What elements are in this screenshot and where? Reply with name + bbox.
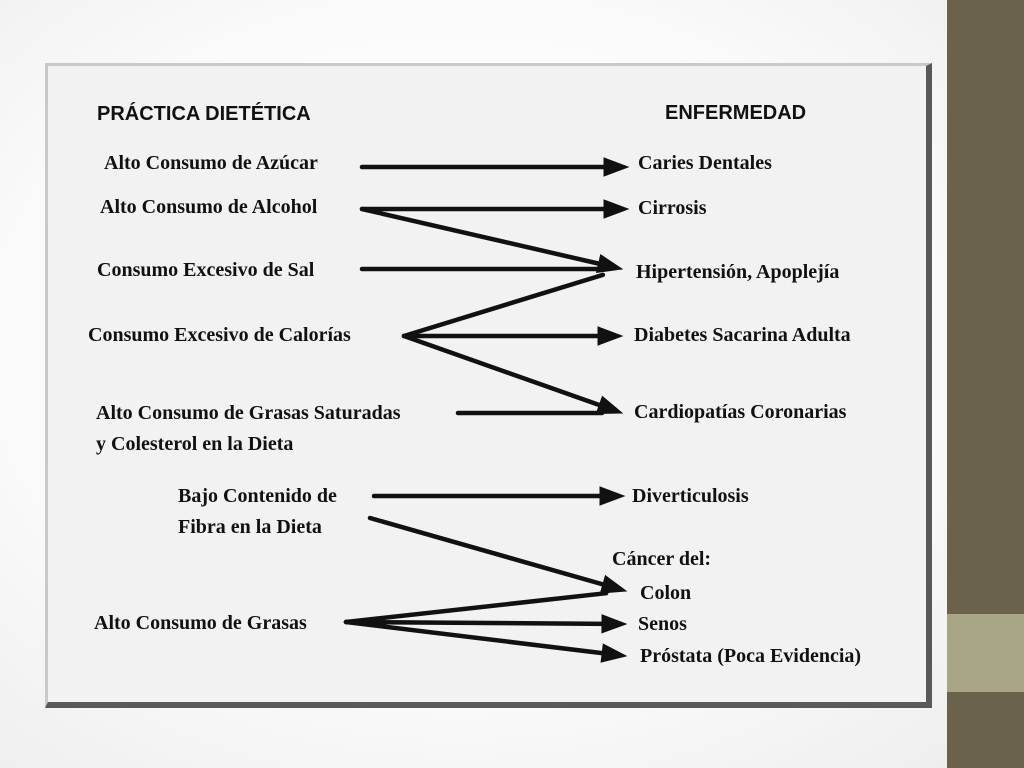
practice-alcohol: Alto Consumo de Alcohol [100, 196, 318, 218]
practice-sugar: Alto Consumo de Azúcar [104, 152, 318, 174]
arrowhead-diverticulosis [599, 486, 626, 506]
arrowhead-caries [603, 157, 630, 177]
practice-fat: Alto Consumo de Grasas [94, 612, 307, 634]
arrowhead-breast [601, 614, 628, 634]
practice-saturated-fat-line1: Alto Consumo de Grasas Saturadas [96, 402, 401, 424]
practice-fiber-line1: Bajo Contenido de [178, 485, 337, 507]
diseases-header: ENFERMEDAD [665, 102, 807, 124]
arrow-calories-to-coronary [401, 333, 606, 409]
disease-diabetes: Diabetes Sacarina Adulta [634, 324, 851, 346]
practice-fiber-line2: Fibra en la Dieta [178, 516, 322, 538]
arrowhead-colon [599, 574, 628, 594]
disease-colon: Colon [640, 582, 692, 604]
arrowhead-prostate [600, 643, 628, 663]
arrow-fat-to-colon [343, 590, 609, 625]
disease-caries: Caries Dentales [638, 152, 772, 174]
arrow-fat-to-breast [343, 619, 609, 627]
practice-calories: Consumo Excesivo de Calorías [88, 324, 351, 346]
diagram-panel [45, 63, 932, 708]
arrow-calories-to-hypertension [401, 272, 606, 339]
disease-cancer-header: Cáncer del: [612, 548, 712, 570]
disease-prostate: Próstata (Poca Evidencia) [640, 645, 862, 667]
disease-breast: Senos [638, 613, 687, 635]
arrowhead-cirrhosis [603, 199, 630, 219]
practices-header: PRÁCTICA DIETÉTICA [97, 103, 311, 125]
arrowhead-diabetes [597, 326, 624, 346]
arrow-alcohol-to-hypertension [359, 206, 605, 267]
disease-hypertension: Hipertensión, Apoplejía [636, 261, 840, 283]
arrow-fat-to-prostate [343, 619, 609, 656]
side-accent [947, 614, 1024, 692]
disease-diverticulosis: Diverticulosis [632, 485, 749, 507]
arrow-fiber-to-colon [367, 515, 610, 588]
practice-saturated-fat-line2: y Colesterol en la Dieta [96, 433, 294, 455]
disease-cirrhosis: Cirrosis [638, 197, 707, 219]
arrowhead-coronary [595, 395, 624, 415]
practice-salt: Consumo Excesivo de Sal [97, 259, 315, 281]
disease-coronary: Cardiopatías Coronarias [634, 401, 847, 423]
